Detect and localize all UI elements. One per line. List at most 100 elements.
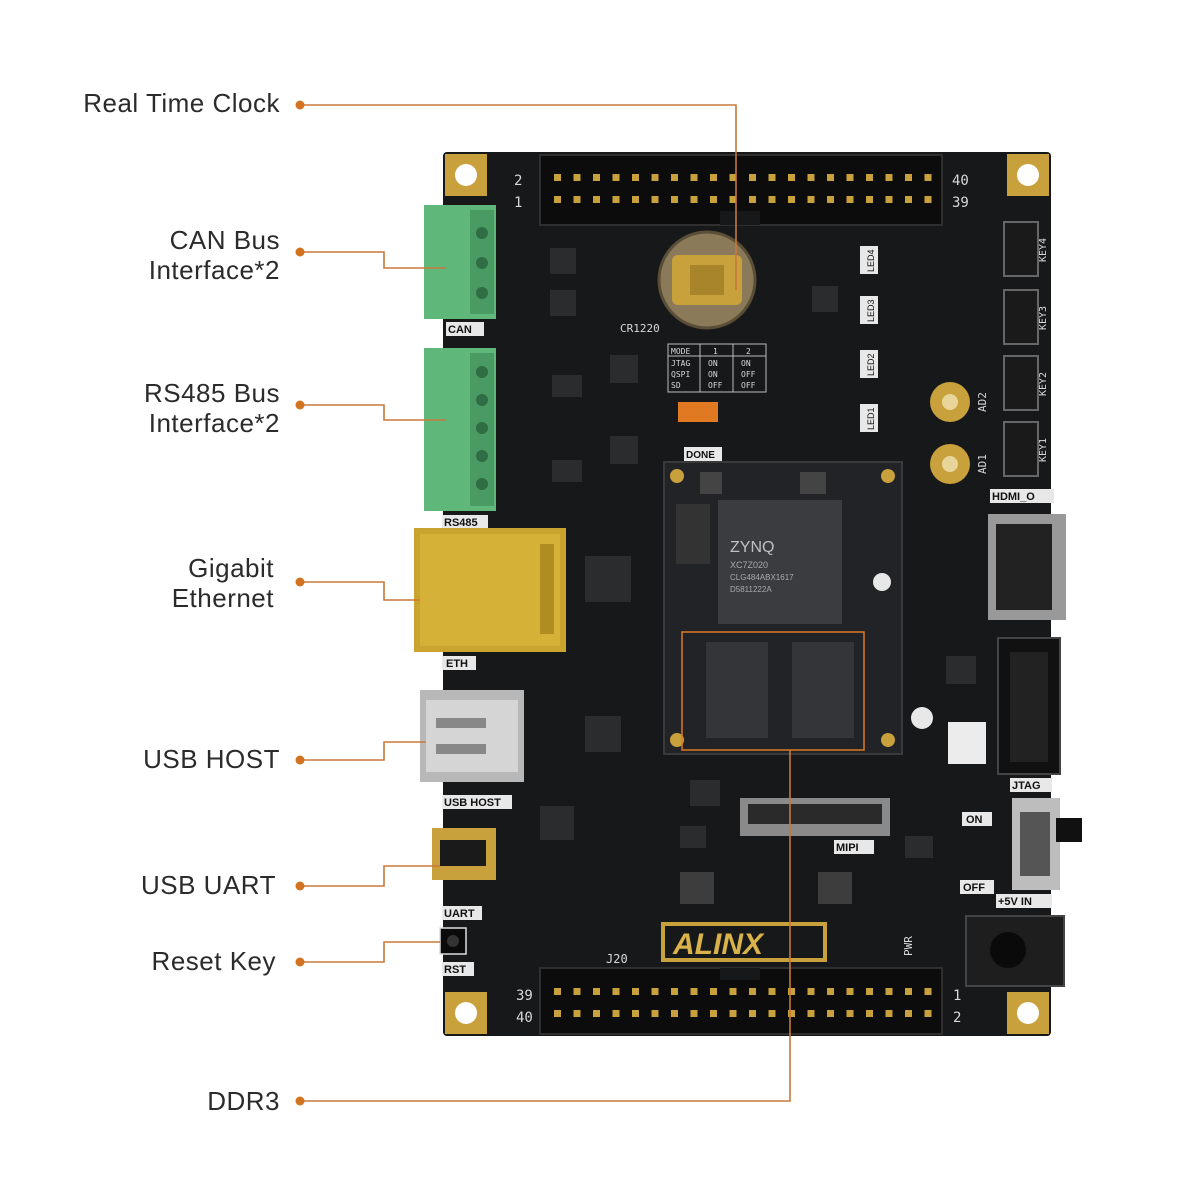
led4-label: LED4	[866, 249, 876, 272]
header-pin	[554, 174, 561, 181]
boot-cell: ON	[708, 359, 718, 368]
header-pin	[885, 1010, 893, 1017]
boot-cell: OFF	[741, 370, 756, 379]
header-pin	[671, 174, 678, 181]
mounting-holes	[445, 154, 1049, 1034]
jtag-header: JTAG	[948, 637, 1061, 792]
alinx-brand-text: ALINX	[672, 928, 765, 961]
mipi-connector: MIPI	[740, 798, 890, 854]
header-pin	[788, 196, 795, 203]
header-pin	[788, 1010, 795, 1017]
header-pin	[924, 988, 932, 995]
header-pin	[846, 196, 854, 203]
header-pin	[866, 174, 873, 181]
header-pin	[807, 174, 815, 181]
header-pin	[690, 174, 698, 181]
header-pin	[768, 988, 776, 995]
header-pin	[866, 196, 873, 203]
top-pin-header: 2 1 40 39	[514, 154, 969, 226]
header-pin	[885, 196, 893, 203]
header-pin	[905, 988, 912, 995]
leader-reset	[300, 941, 440, 963]
sma-connectors: AD2 AD1	[930, 382, 989, 484]
key1-label: KEY1	[1038, 438, 1049, 462]
header-pin	[690, 196, 698, 203]
done-badge	[684, 447, 722, 461]
header-pin	[573, 1010, 581, 1017]
hdmi-port: HDMI_O	[988, 489, 1066, 620]
callout-gigabit-ethernet: Gigabit Ethernet	[171, 553, 274, 613]
leader-usbhost	[300, 741, 426, 761]
header-pin	[651, 988, 659, 995]
usb-host-silk-label: USB HOST	[444, 797, 501, 809]
callout-reset-key: Reset Key	[151, 946, 276, 976]
key3-label: KEY3	[1038, 306, 1049, 330]
pin-label-40b: 40	[516, 1010, 533, 1026]
header-pin	[690, 988, 698, 995]
can-terminal: CAN	[424, 205, 496, 336]
pin-label-1: 1	[514, 195, 522, 211]
header-pin	[671, 988, 678, 995]
bottom-pin-header: J20 39 40 1 2	[516, 952, 961, 1035]
header-pin	[905, 174, 912, 181]
leader-lines	[300, 104, 791, 1102]
eth-silk-label: ETH	[446, 658, 468, 670]
header-pin	[690, 1010, 698, 1017]
j20-label: J20	[606, 952, 628, 966]
header-pin	[924, 1010, 932, 1017]
header-pin	[846, 988, 854, 995]
header-pin	[749, 988, 756, 995]
header-pin	[651, 174, 659, 181]
header-pin	[554, 988, 561, 995]
header-pin	[710, 988, 717, 995]
power-in-label: +5V IN	[998, 896, 1032, 908]
done-label: DONE	[686, 450, 715, 461]
header-pin	[612, 1010, 620, 1017]
alinx-logo: ALINX	[661, 922, 827, 962]
fpga-marking-2: XC7Z020	[730, 560, 768, 570]
header-pin	[807, 196, 815, 203]
led2-label: LED2	[866, 353, 876, 376]
header-pin	[554, 196, 561, 203]
power-section: ON OFF +5V IN PWR	[902, 798, 1082, 987]
boot-cell: ON	[708, 370, 718, 379]
header-pin	[612, 196, 620, 203]
hdmi-label: HDMI_O	[992, 491, 1035, 503]
zynq-fpga-chip	[718, 500, 842, 624]
callout-can-bus: CAN Bus Interface*2	[148, 225, 280, 285]
header-pin	[612, 988, 620, 995]
pin-label-2: 2	[514, 173, 522, 189]
user-leds: LED4 LED3 LED2 LED1	[860, 246, 878, 432]
header-pin	[866, 988, 873, 995]
header-pin	[905, 196, 912, 203]
header-pin	[749, 196, 756, 203]
header-pin	[710, 196, 717, 203]
header-pin	[827, 174, 834, 181]
header-pin	[846, 174, 854, 181]
ethernet-jack: ETH	[414, 528, 566, 670]
header-pin	[651, 196, 659, 203]
header-pin	[924, 174, 932, 181]
boot-mode-table: MODE 1 2 JTAG ON ON QSPI ON OFF SD OFF O…	[667, 343, 767, 393]
header-pin	[749, 1010, 756, 1017]
user-keys: KEY4 KEY3 KEY2 KEY1	[1003, 221, 1049, 477]
header-pin	[905, 1010, 912, 1017]
boot-header-1: 1	[713, 347, 718, 356]
mipi-label: MIPI	[836, 842, 859, 854]
boot-cell: ON	[741, 359, 751, 368]
ddr3-chips	[681, 631, 865, 751]
boot-cell: SD	[671, 381, 681, 390]
fpga-marking-3: CLG484ABX1617	[730, 573, 794, 582]
leader-usbuart	[300, 865, 440, 887]
header-pin	[807, 988, 815, 995]
header-pin	[612, 174, 620, 181]
rs485-silk-label: RS485	[444, 517, 478, 529]
callout-usb-uart: USB UART	[141, 870, 276, 900]
header-pin	[827, 1010, 834, 1017]
header-pin	[573, 196, 581, 203]
ad1-label: AD1	[976, 454, 989, 474]
boot-header-2: 2	[746, 347, 751, 356]
header-pin	[593, 174, 600, 181]
header-pin	[729, 196, 737, 203]
